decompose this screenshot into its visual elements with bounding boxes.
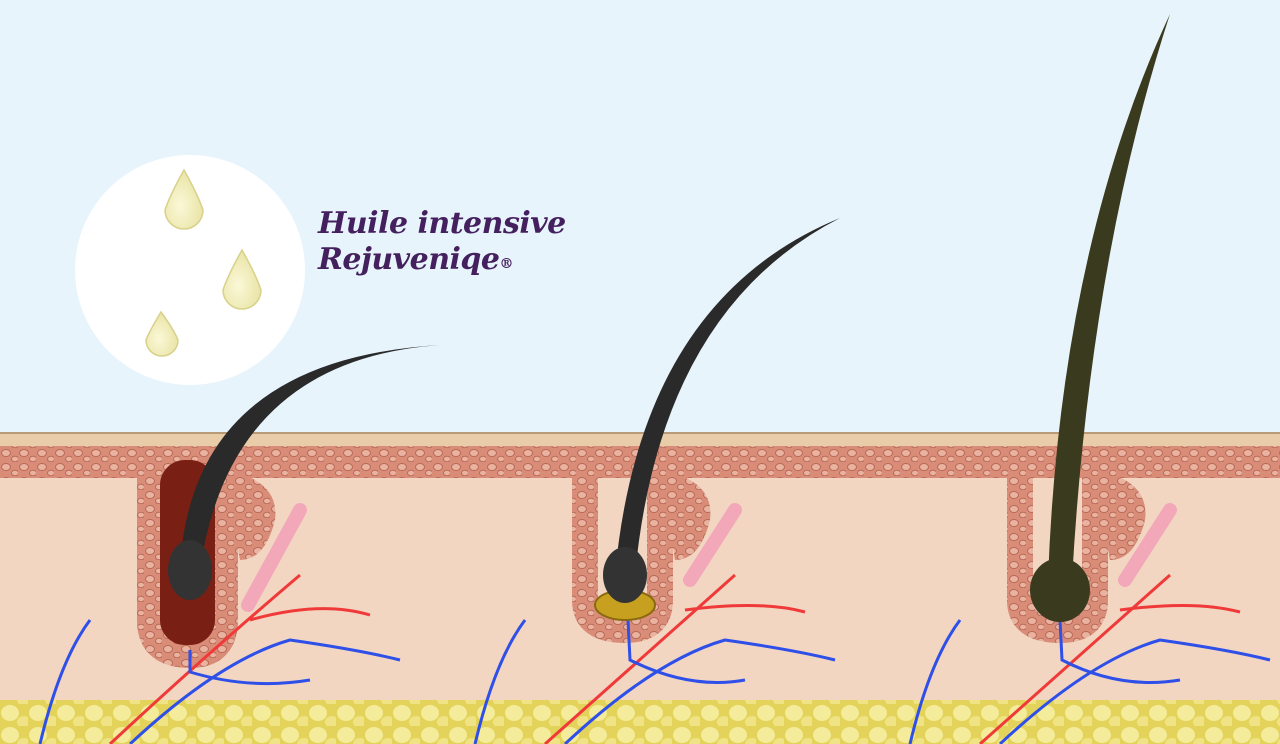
product-title: Huile intensive Rejuveniqe® xyxy=(318,206,566,278)
hairs xyxy=(168,14,1170,622)
fat-layer xyxy=(0,700,1280,744)
product-title-line1: Huile intensive xyxy=(318,206,566,241)
trademark-symbol: ® xyxy=(499,256,513,272)
blood-vessels xyxy=(38,573,1271,744)
product-title-line2: Rejuveniqe® xyxy=(318,242,566,278)
product-name: Rejuveniqe xyxy=(318,242,500,277)
arrector-muscles xyxy=(241,503,1177,612)
oil-drops-circle xyxy=(75,155,305,385)
skin-surface xyxy=(0,432,1280,448)
oil-drop-icons xyxy=(145,168,262,357)
sebaceous-glands xyxy=(225,470,1146,560)
